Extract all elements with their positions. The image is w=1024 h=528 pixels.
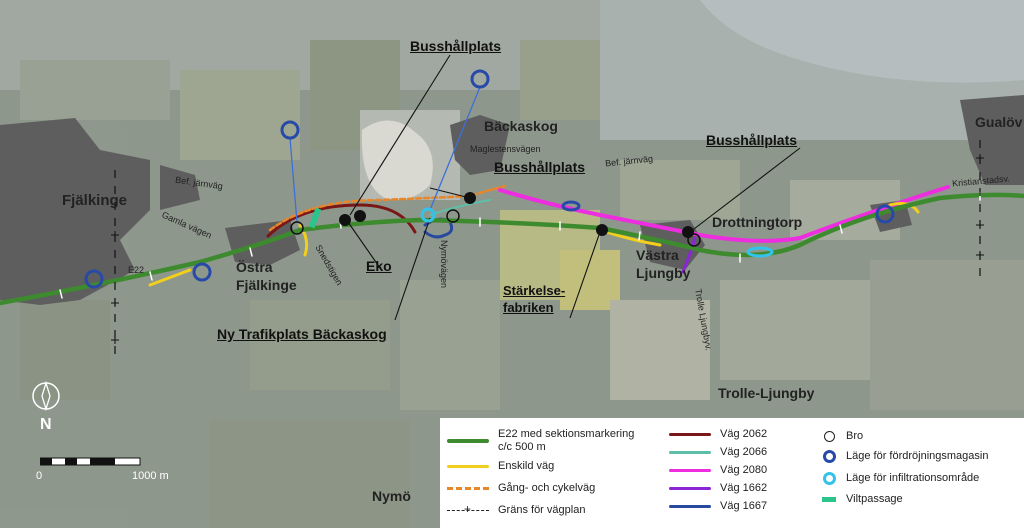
legend-viltpassage: Viltpassage bbox=[820, 493, 903, 505]
callout-busshallplats-1: Busshållplats bbox=[410, 38, 502, 54]
callout-busshallplats-3: Busshållplats bbox=[706, 132, 798, 148]
place-nymo: Nymö bbox=[372, 488, 411, 504]
legend-e22: E22 med sektionsmarkering c/c 500 m bbox=[446, 428, 634, 454]
place-backaskog: Bäckaskog bbox=[484, 118, 558, 134]
bridge-symbols bbox=[290, 209, 701, 247]
legend-vag-2066: Väg 2066 bbox=[668, 446, 767, 458]
road-label-e22: E22 bbox=[128, 265, 145, 275]
magasin-leaders bbox=[289, 86, 481, 223]
scale-zero: 0 bbox=[36, 470, 43, 482]
boundary-plus-marks bbox=[111, 154, 984, 344]
retention-basins bbox=[84, 69, 895, 289]
water-area bbox=[700, 0, 1024, 83]
place-trolle-ljungby: Trolle-Ljungby bbox=[718, 385, 815, 401]
road-1662 bbox=[681, 236, 697, 274]
place-ostra-fjalkinge: Östra Fjälkinge bbox=[236, 259, 297, 293]
north-arrow: N bbox=[30, 380, 66, 440]
legend-vag-2062: Väg 2062 bbox=[668, 428, 767, 440]
private-road-2 bbox=[298, 223, 309, 257]
road-e22 bbox=[0, 192, 1024, 306]
road-label-nymovagen: Nymövägen bbox=[439, 240, 449, 289]
roads-layer bbox=[0, 184, 1024, 306]
legend-enskild-vag: Enskild väg bbox=[446, 460, 554, 472]
legend-fordrojningsmagasin: Läge för fördröjningsmagasin bbox=[820, 449, 988, 463]
north-label: N bbox=[40, 416, 52, 433]
map-legend: E22 med sektionsmarkering c/c 500 m Ensk… bbox=[440, 418, 1024, 528]
callout-busshallplats-2: Busshållplats bbox=[494, 159, 586, 175]
road-label-maglestensvagen: Maglestensvägen bbox=[470, 144, 541, 154]
place-drottningtorp: Drottningtorp bbox=[712, 214, 803, 230]
scale-bar: 0 1000 m bbox=[36, 456, 200, 486]
legend-gang-cykel: Gång- och cykelväg bbox=[446, 482, 595, 494]
legend-grans-vagplan: + Gräns för vägplan bbox=[446, 503, 585, 516]
callout-leaders bbox=[347, 54, 801, 321]
callout-ny-trafikplats: Ny Trafikplats Bäckaskog bbox=[217, 326, 387, 342]
place-vastra-ljungby: Västra Ljungby bbox=[636, 247, 691, 281]
point-symbols bbox=[339, 192, 694, 238]
urban-areas bbox=[0, 95, 1024, 305]
legend-vag-2080: Väg 2080 bbox=[668, 464, 767, 476]
scale-end: 1000 m bbox=[132, 470, 169, 482]
legend-vag-1667: Väg 1667 bbox=[668, 500, 767, 512]
callout-eko: Eko bbox=[366, 258, 392, 274]
legend-bro: Bro bbox=[820, 430, 863, 442]
place-fjalkinge: Fjälkinge bbox=[62, 192, 128, 209]
infiltration-areas bbox=[420, 207, 774, 258]
callout-starkelsefabriken: Stärkelse- fabriken bbox=[503, 283, 566, 315]
road-2062 bbox=[266, 203, 417, 238]
place-gualov: Gualöv bbox=[975, 114, 1023, 130]
legend-vag-1662: Väg 1662 bbox=[668, 482, 767, 494]
quarry bbox=[361, 120, 433, 200]
cycle-path bbox=[268, 184, 507, 232]
wildlife-passage bbox=[308, 207, 322, 229]
legend-infiltrationsomrade: Läge för infiltrationsområde bbox=[820, 471, 979, 485]
private-road-1 bbox=[148, 268, 192, 287]
